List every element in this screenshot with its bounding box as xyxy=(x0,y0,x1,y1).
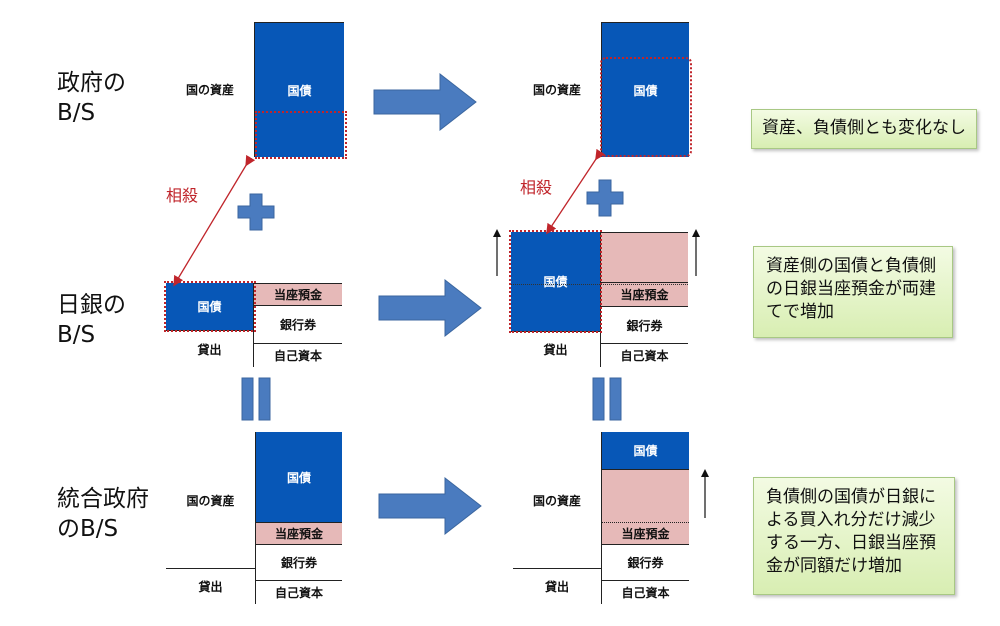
consolidated-bs-after: 国の資産 貸出 国債 当座預金 銀行券 自己資本 xyxy=(513,432,689,604)
cons-before-assets: 国の資産 xyxy=(166,432,255,568)
gov-before-jgb: 国債 xyxy=(254,22,344,157)
row-label-gov: 政府の B/S xyxy=(57,68,126,128)
cons-before-equity: 自己資本 xyxy=(255,580,342,604)
cons-after-equity: 自己資本 xyxy=(601,580,689,604)
offset-double-arrow-right xyxy=(546,148,606,235)
right-arrow-icon xyxy=(373,72,477,132)
note-gov: 資産、負債側とも変化なし xyxy=(751,109,977,149)
boj-after-deposits: 当座預金 xyxy=(600,282,688,306)
note-consolidated: 負債側の国債が日銀による買入れ分だけ減少する一方、日銀当座預金が同額だけ増加 xyxy=(753,477,955,595)
cons-after-banknotes: 銀行券 xyxy=(601,544,689,580)
cons-after-loans: 貸出 xyxy=(513,568,601,604)
boj-after-deposits-increase xyxy=(600,232,688,282)
row-label-gov-line2: B/S xyxy=(57,100,96,126)
boj-bs-before: 国債 貸出 当座預金 銀行券 自己資本 xyxy=(164,281,342,367)
boj-before-banknotes: 銀行券 xyxy=(253,305,342,343)
row-label-consolidated-line2: のB/S xyxy=(57,516,119,542)
cons-after-jgb: 国債 xyxy=(601,432,689,469)
cons-after-deposits: 当座預金 xyxy=(601,522,689,544)
cons-after-assets: 国の資産 xyxy=(513,432,601,568)
up-arrow-icon xyxy=(701,469,709,518)
offset-label-left: 相殺 xyxy=(166,186,199,205)
cons-before-deposits: 当座預金 xyxy=(255,522,342,544)
boj-before-equity: 自己資本 xyxy=(253,343,342,367)
gov-bs-before: 国の資産 国債 xyxy=(166,22,347,159)
boj-after-banknotes: 銀行券 xyxy=(600,306,688,343)
boj-before-jgb: 国債 xyxy=(166,283,253,330)
cons-before-loans: 貸出 xyxy=(166,568,255,604)
offset-label-right: 相殺 xyxy=(520,178,553,197)
row-label-consolidated-line1: 統合政府 xyxy=(57,486,149,512)
boj-after-equity: 自己資本 xyxy=(600,343,688,367)
note-boj: 資産側の国債と負債側の日銀当座預金が両建てで増加 xyxy=(753,246,953,338)
equals-icon xyxy=(592,377,622,421)
boj-after-dotted-line xyxy=(511,284,688,285)
gov-after-assets: 国の資産 xyxy=(513,22,601,157)
right-arrow-icon xyxy=(378,476,482,536)
row-label-boj-line2: B/S xyxy=(57,322,96,348)
offset-double-arrow-left xyxy=(173,154,256,287)
up-arrow-icon xyxy=(692,229,700,276)
boj-before-deposits: 当座預金 xyxy=(253,283,342,305)
gov-after-jgb: 国債 xyxy=(601,22,689,157)
boj-after-jgb: 国債 xyxy=(511,232,600,331)
boj-bs-after: 国債 貸出 当座預金 銀行券 自己資本 xyxy=(509,230,688,367)
cons-before-jgb: 国債 xyxy=(255,432,342,522)
cons-after-deposits-increase xyxy=(601,469,689,523)
boj-after-loans: 貸出 xyxy=(511,331,600,367)
cons-before-banknotes: 銀行券 xyxy=(255,544,342,580)
gov-bs-after: 国の資産 国債 xyxy=(513,22,692,157)
up-arrow-icon xyxy=(493,229,501,276)
consolidated-bs-before: 国の資産 貸出 国債 当座預金 銀行券 自己資本 xyxy=(166,432,342,604)
row-label-gov-line1: 政府の xyxy=(57,70,126,96)
equals-icon xyxy=(241,377,271,421)
row-label-boj-line1: 日銀の xyxy=(57,292,126,318)
row-label-consolidated: 統合政府 のB/S xyxy=(57,484,149,544)
boj-before-loans: 貸出 xyxy=(166,330,253,367)
gov-before-assets: 国の資産 xyxy=(166,22,254,157)
right-arrow-icon xyxy=(378,278,482,338)
row-label-boj: 日銀の B/S xyxy=(57,290,126,350)
